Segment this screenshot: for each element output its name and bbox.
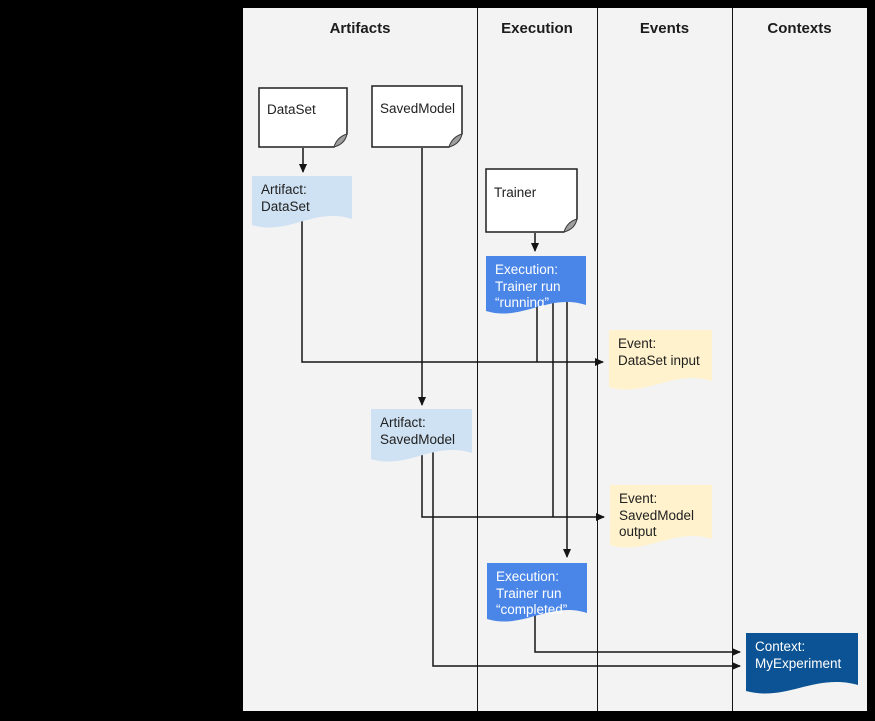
wave-shape — [746, 633, 858, 694]
column-divider — [732, 8, 733, 711]
node-artifact-dataset: Artifact: DataSet — [252, 176, 352, 232]
edge-artifact-savedmodel-to-event-savedmodel-output — [421, 448, 605, 521]
document-shape — [258, 87, 348, 148]
edge-artifact-dataset-to-event-dataset-input — [301, 220, 604, 366]
connector-lines — [299, 148, 741, 670]
node-event-dataset-input: Event: DataSet input — [609, 330, 712, 394]
node-label: Execution: Trainer run “completed” — [496, 569, 568, 617]
folded-corner-icon — [563, 218, 578, 233]
column-header-contexts: Contexts — [767, 20, 832, 37]
wave-shape — [371, 409, 472, 462]
node-label: Artifact: SavedModel — [380, 415, 456, 447]
node-label: SavedModel — [380, 101, 456, 117]
folded-corner-icon — [333, 133, 348, 148]
node-label: DataSet — [267, 102, 316, 118]
node-dataset: DataSet — [258, 87, 348, 148]
diagram-canvas: Artifacts Execution Events Contexts Data… — [243, 8, 867, 711]
wave-shape — [609, 330, 712, 390]
column-header-events: Events — [639, 20, 690, 37]
node-label: Event: DataSet input — [618, 336, 700, 368]
wave-shape — [252, 176, 352, 228]
node-trainer: Trainer — [485, 168, 578, 233]
column-header-execution: Execution — [501, 20, 573, 37]
edge-execution-completed-to-context — [534, 608, 741, 656]
node-label: Trainer — [494, 185, 537, 201]
column-header-artifacts: Artifacts — [329, 20, 391, 37]
document-shape — [371, 85, 463, 148]
folded-corner-icon — [448, 133, 463, 148]
column-divider — [477, 8, 478, 711]
node-savedmodel: SavedModel — [371, 85, 463, 148]
node-context-myexperiment: Context: MyExperiment — [746, 633, 858, 698]
node-artifact-savedmodel: Artifact: SavedModel — [371, 409, 472, 466]
document-shape — [485, 168, 578, 233]
wave-shape — [487, 563, 587, 622]
wave-shape — [486, 256, 586, 314]
node-label: Context: MyExperiment — [755, 639, 842, 671]
node-execution-completed: Execution: Trainer run “completed” — [487, 563, 587, 626]
node-label: Event: SavedModel output — [619, 491, 695, 539]
node-label: Execution: Trainer run “running” — [495, 262, 561, 310]
node-event-savedmodel-output: Event: SavedModel output — [610, 485, 712, 552]
wave-shape — [610, 485, 712, 548]
node-execution-running: Execution: Trainer run “running” — [486, 256, 586, 318]
edge-artifact-savedmodel-to-context — [432, 448, 741, 670]
node-label: Artifact: DataSet — [261, 182, 310, 214]
